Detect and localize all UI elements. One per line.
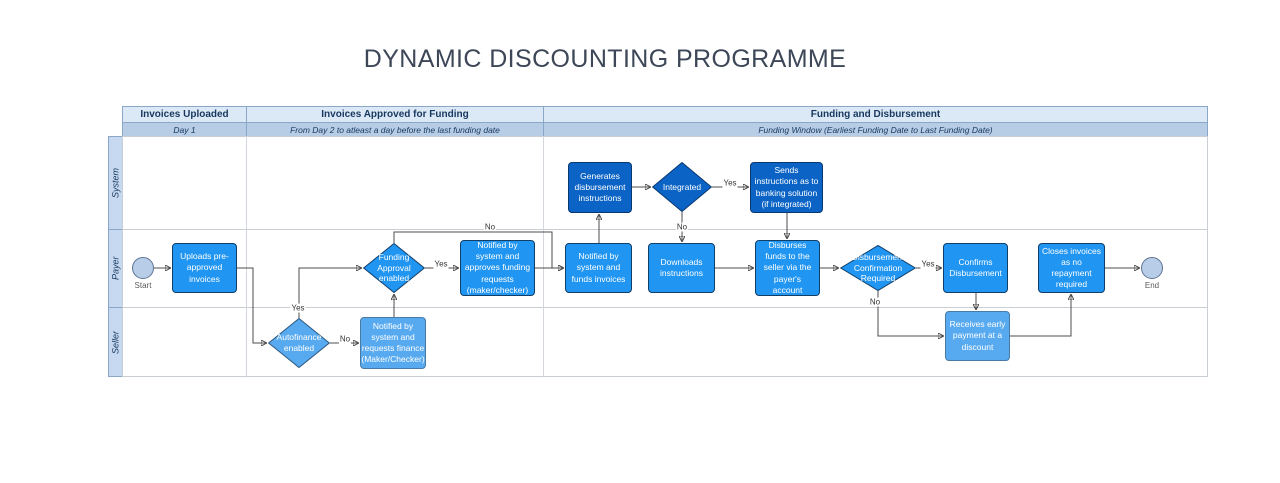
node-label: Closes invoices as no repayment required [1041, 245, 1102, 290]
node-generates-disbursement-instructions: Generates disbursement instructions [568, 162, 632, 213]
edge-label-disbursement-yes: Yes [920, 259, 936, 269]
node-notified-and-funds-invoices: Notified by system and funds invoices [565, 243, 632, 293]
diamond-shape [652, 162, 712, 212]
edge-label-autofinance-yes: Yes [290, 303, 306, 313]
decision-disbursement-confirmation-required: Disbursement Confirmation Required [840, 245, 916, 291]
start-event [132, 257, 154, 279]
node-label: Funding Approval enabled [377, 252, 411, 284]
decision-autofinance-enabled: Autofinance enabled [268, 318, 330, 368]
edge-label-funding-approval-no: No [483, 222, 497, 232]
diamond-shape [363, 243, 425, 293]
page-title: DYNAMIC DISCOUNTING PROGRAMME [363, 45, 847, 73]
edge-label-integrated-yes: Yes [722, 178, 738, 188]
node-label: Confirms Disbursement [949, 256, 1002, 278]
edge-label-disbursement-no: No [868, 297, 882, 307]
decision-integrated: Integrated [652, 162, 712, 212]
node-label: Disburses funds to the seller via the pa… [763, 240, 812, 295]
node-receives-early-payment: Receives early payment at a discount [945, 311, 1010, 361]
node-uploads-preapproved-invoices: Uploads pre-approved invoices [172, 243, 237, 293]
node-confirms-disbursement: Confirms Disbursement [943, 243, 1008, 293]
node-label: Uploads pre-approved invoices [180, 251, 229, 284]
node-label: Integrated [662, 181, 702, 192]
node-downloads-instructions: Downloads instructions [648, 243, 715, 293]
node-requests-finance: Notified by system and requests finance … [360, 317, 426, 369]
node-label: Downloads instructions [660, 256, 703, 278]
node-sends-instructions-banking: Sends instructions as to banking solutio… [750, 162, 823, 213]
node-closes-invoices: Closes invoices as no repayment required [1038, 243, 1105, 293]
end-label: End [1144, 281, 1160, 290]
node-label: Disbursement Confirmation Required [851, 252, 905, 284]
phase-divider-1 [246, 136, 247, 377]
node-label: Notified by system and approves funding … [464, 240, 531, 295]
swimlane-diagram: Invoices Uploaded Invoices Approved for … [108, 106, 1208, 377]
node-label: Notified by system and requests finance … [361, 320, 425, 365]
node-label: Sends instructions as to banking solutio… [754, 165, 819, 209]
lane-seller [122, 307, 1208, 377]
edge-label-autofinance-no: No [338, 334, 352, 344]
edge-label-funding-approval-yes: Yes [433, 259, 449, 269]
diamond-shape [268, 318, 330, 368]
edge-label-integrated-no: No [675, 222, 689, 232]
node-label: Receives early payment at a discount [949, 319, 1006, 352]
diamond-shape [840, 245, 916, 291]
node-label: Generates disbursement instructions [574, 170, 626, 204]
node-approves-funding-requests: Notified by system and approves funding … [460, 240, 535, 296]
phase-divider-2 [543, 136, 544, 377]
start-label: Start [134, 281, 152, 290]
node-label: Autofinance enabled [276, 332, 322, 353]
node-label: Notified by system and funds invoices [571, 251, 626, 284]
end-event [1141, 257, 1163, 279]
decision-funding-approval-enabled: Funding Approval enabled [363, 243, 425, 293]
node-disburses-funds: Disburses funds to the seller via the pa… [755, 240, 820, 296]
